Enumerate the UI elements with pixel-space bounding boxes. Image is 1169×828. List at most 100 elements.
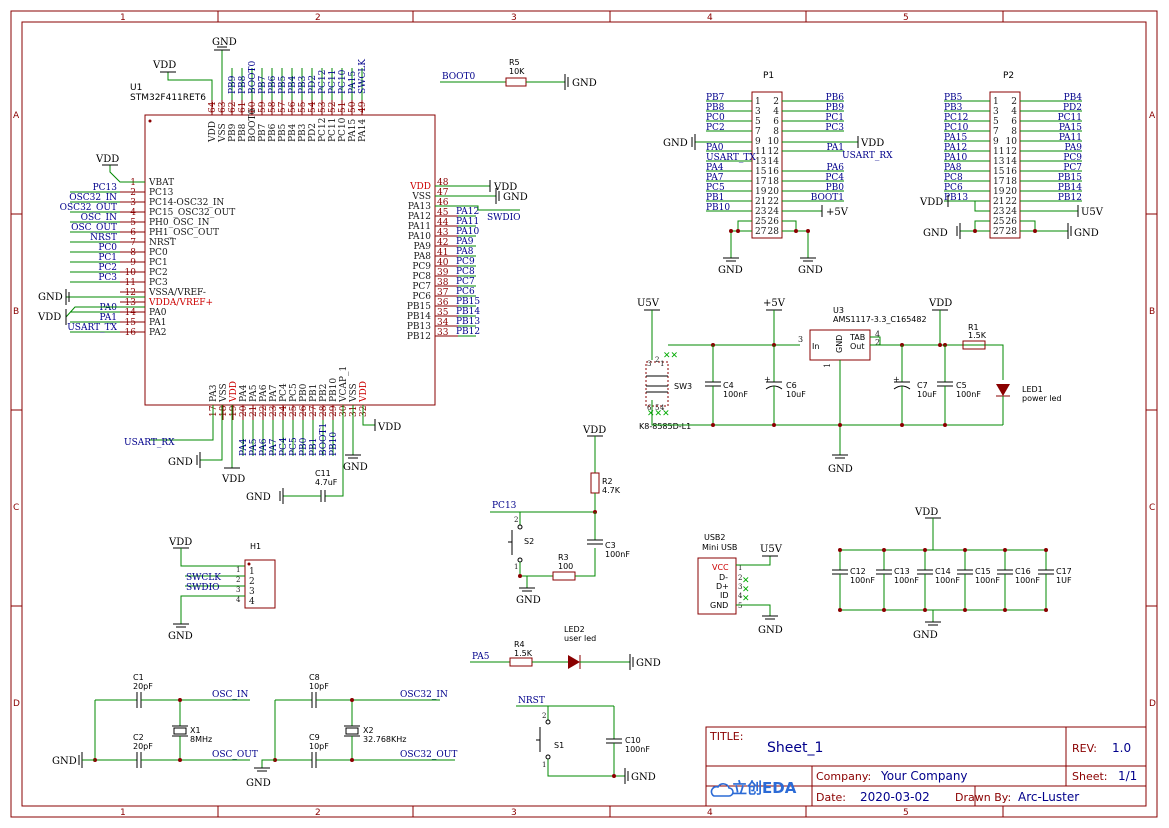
sheet-title: Sheet_1 (767, 740, 823, 756)
mcu-top-pin-number: 54 (308, 101, 318, 113)
mcu-bottom-pins: 17PA318VSS19VDD20PA4PA421PA5PA522PA6PA62… (209, 366, 369, 456)
svg-text:3: 3 (647, 360, 651, 368)
mcu-right-pin-number: 38 (437, 278, 449, 288)
header-right-net-label: PB12 (1058, 193, 1082, 203)
grid-row-a-right: A (1149, 111, 1156, 121)
header-pin-number: 25 (755, 217, 767, 227)
mcu-left-pin-number: 13 (125, 298, 137, 308)
header-right-net-label: BOOT1 (811, 193, 844, 203)
decap-ref: C15 (975, 567, 991, 576)
mcu-top-pin-name: PB7 (258, 123, 268, 142)
header-pin-number: 28 (768, 227, 780, 237)
header-left-net-label: PC0 (706, 113, 725, 123)
header-pin-number: 5 (755, 117, 761, 127)
header-pin-number: 8 (773, 127, 779, 137)
header-pin-number: 11 (755, 147, 766, 157)
mcu-top-pins: 64VDD63VSS62PB9PB961PB8PB860BOOT0BOOT059… (208, 59, 368, 143)
h1-swdio-label: SWDIO (186, 583, 220, 593)
header-left-net-label: PB5 (944, 93, 963, 103)
mcu-left-pin-number: 7 (130, 238, 136, 248)
mcu-left-pin-name: VBAT (148, 178, 174, 188)
mcu-bottom-pin-name: PA4 (239, 384, 249, 402)
mcu-right-pin-name: VDD (409, 182, 431, 192)
nrst-label: NRST (518, 696, 545, 706)
usb2-ref: USB2 (704, 533, 726, 542)
mcu-bottom-pin-number: 20 (239, 405, 249, 417)
mcu-right-pin-name: PA13 (408, 202, 431, 212)
s1-ref: S1 (554, 741, 564, 750)
svg-text:3: 3 (738, 583, 742, 591)
switch-s2[interactable]: 2 1 S2 (508, 512, 534, 571)
header-pin-number: 27 (993, 227, 1005, 237)
user-led-circuit: PA5 R4 1.5K LED2 user led GND (470, 625, 661, 670)
mcu-left-pin-number: 11 (125, 278, 136, 288)
header-right-net-label: PC7 (1063, 163, 1082, 173)
mcu-left-pin-name: PC13 (149, 188, 174, 198)
gnd-s2-label: GND (516, 595, 541, 606)
mcu-right-pin-number: 42 (437, 238, 448, 248)
mcu-bottom-pin-name: PB10 (329, 378, 339, 402)
usb-connector-usb2[interactable]: USB2 Mini USB VCC D- D+ ID GND 1 2 3 4 5… (697, 533, 783, 636)
mcu-right-pin-number: 46 (437, 198, 449, 208)
mcu-bottom-pin-number: 30 (339, 405, 349, 417)
mcu-bottom-pin-number: 27 (309, 405, 319, 417)
mcu-top-pin-name: PC10 (338, 117, 348, 142)
header-left-net-label: PC10 (944, 123, 969, 133)
c9-ref: C9 (309, 733, 320, 742)
regulator-u3[interactable]: U3 AMS1117-3.3_C165482 In TAB Out GND 3 … (798, 306, 927, 368)
vdd-h1-label: VDD (168, 537, 192, 548)
gnd-top-label: GND (212, 37, 237, 48)
header-right-net-label: PB0 (826, 183, 845, 193)
header-pin-number: 10 (768, 137, 780, 147)
mcu-top-pin-number: 56 (288, 101, 298, 113)
gnd-led2-label: GND (636, 658, 661, 669)
header-pin-number: 12 (1006, 147, 1017, 157)
svg-text:5: 5 (738, 602, 742, 610)
header-h1[interactable]: VDD H1 12 34 12 34 SWCLK SWDIO GND (168, 537, 276, 642)
header-left-net-label: PA8 (944, 163, 962, 173)
gnd-p1-br-label: GND (798, 265, 823, 276)
header-pin-number: 7 (755, 127, 761, 137)
r5-ref: R5 (509, 58, 520, 67)
mcu-left-net-label: PC13 (93, 183, 118, 193)
company-value: Your Company (880, 769, 968, 783)
header-right-net-label: PB9 (826, 103, 845, 113)
mcu-u1[interactable]: U1 STM32F411RET6 64VDD63VSS62PB9PB961PB8… (60, 59, 481, 456)
boot0-r5: BOOT0 R5 10K GND (440, 58, 597, 90)
mcu-top-pin-name: PB3 (298, 123, 308, 142)
mcu-bottom-pin-name: PA5 (249, 384, 259, 402)
svg-text:6: 6 (647, 404, 652, 412)
svg-text:4: 4 (236, 596, 241, 604)
header-pin-number: 17 (755, 177, 767, 187)
mcu-left-pin-number: 15 (125, 318, 137, 328)
switch-sw3[interactable]: 3 1 6 4 2 5 ✕✕ ✕✕✕ SW3 K8-8585D-L1 (639, 351, 692, 431)
header-pin-number: 18 (768, 177, 780, 187)
mcu-right-pin-number: 37 (437, 288, 449, 298)
switch-s1[interactable]: 2 1 S1 (536, 712, 564, 769)
h1-ref: H1 (250, 542, 261, 551)
r3-ref: R3 (558, 553, 569, 562)
header-left-net-label: PA12 (944, 143, 967, 153)
mcu-right-pin-number: 47 (437, 188, 449, 198)
mcu-right-pin-name: PB12 (407, 332, 431, 342)
mcu-right-net-label: PB14 (456, 307, 480, 317)
mcu-bottom-pin-number: 31 (349, 406, 359, 417)
mcu-bottom-pin-name: PB1 (309, 384, 319, 402)
header-pin-number: 20 (768, 187, 780, 197)
mcu-top-pin-name: PC11 (328, 118, 338, 142)
gnd-h1-label: GND (168, 631, 193, 642)
mcu-left-net-label: NRST (90, 233, 117, 243)
osc-in-label: OSC_IN (212, 690, 248, 700)
header-pin-number: 3 (993, 107, 999, 117)
led1-value: power led (1022, 394, 1062, 403)
header-pin-number: 6 (1011, 117, 1017, 127)
header-pin-number: 24 (1006, 207, 1018, 217)
mcu-left-pin-name: PC3 (149, 278, 168, 288)
mcu-left-net-label: PC0 (98, 243, 117, 253)
mcu-right-pin-number: 41 (437, 248, 448, 258)
svg-text:1: 1 (823, 363, 832, 368)
mcu-right-net-label: PA9 (456, 237, 474, 247)
